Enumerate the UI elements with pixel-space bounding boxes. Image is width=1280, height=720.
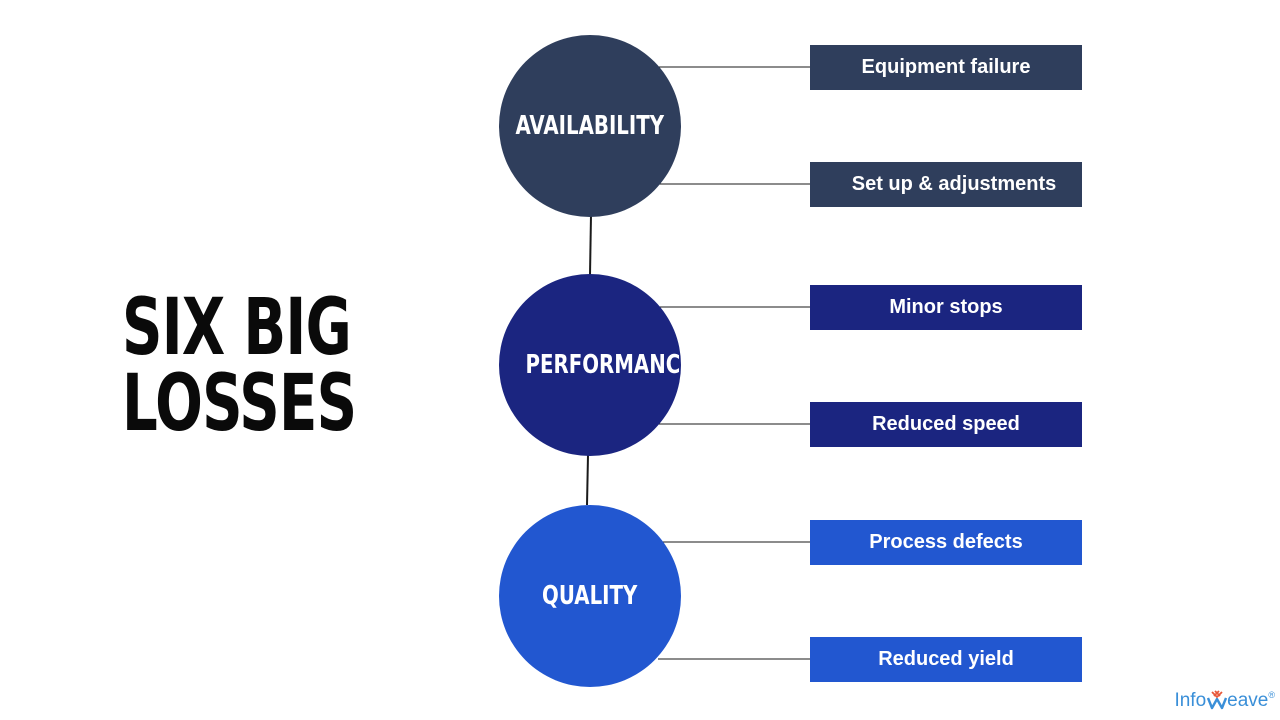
diagram-title: SIX BIG LOSSES — [122, 283, 357, 449]
connector-performance-quality — [586, 454, 589, 506]
connector-availability-performance — [589, 214, 592, 276]
loss-label: Process defects — [869, 531, 1023, 553]
title-line-1: SIX BIG — [122, 283, 352, 373]
weave-w-logo-icon — [1207, 690, 1228, 710]
availability-label: AVAILABILITY — [515, 111, 665, 141]
loss-label: Equipment failure — [861, 56, 1031, 78]
loss-box-reduced-yield: Reduced yield — [810, 637, 1082, 682]
logo-text-suffix: eave — [1227, 690, 1269, 711]
quality-label: QUALITY — [542, 581, 638, 611]
loss-label: Minor stops — [889, 296, 1003, 318]
loss-box-set-up-adjustments: Set up & adjustments — [810, 162, 1082, 207]
loss-box-reduced-speed: Reduced speed — [810, 402, 1082, 447]
logo-text-prefix: Info — [1174, 690, 1207, 711]
performance-circle: PERFORMANCE — [499, 274, 694, 456]
quality-circle: QUALITY — [499, 505, 681, 687]
loss-box-process-defects: Process defects — [810, 520, 1082, 565]
title-line-2: LOSSES — [122, 359, 357, 449]
availability-circle: AVAILABILITY — [499, 35, 681, 217]
loss-label: Reduced speed — [872, 413, 1020, 435]
registered-mark: ® — [1268, 690, 1275, 700]
loss-box-equipment-failure: Equipment failure — [810, 45, 1082, 90]
infoweave-logo: Info eave ® — [1174, 690, 1275, 712]
loss-label: Reduced yield — [878, 648, 1014, 670]
performance-label: PERFORMANCE — [525, 350, 695, 380]
loss-box-minor-stops: Minor stops — [810, 285, 1082, 330]
loss-label: Set up & adjustments — [851, 173, 1057, 195]
